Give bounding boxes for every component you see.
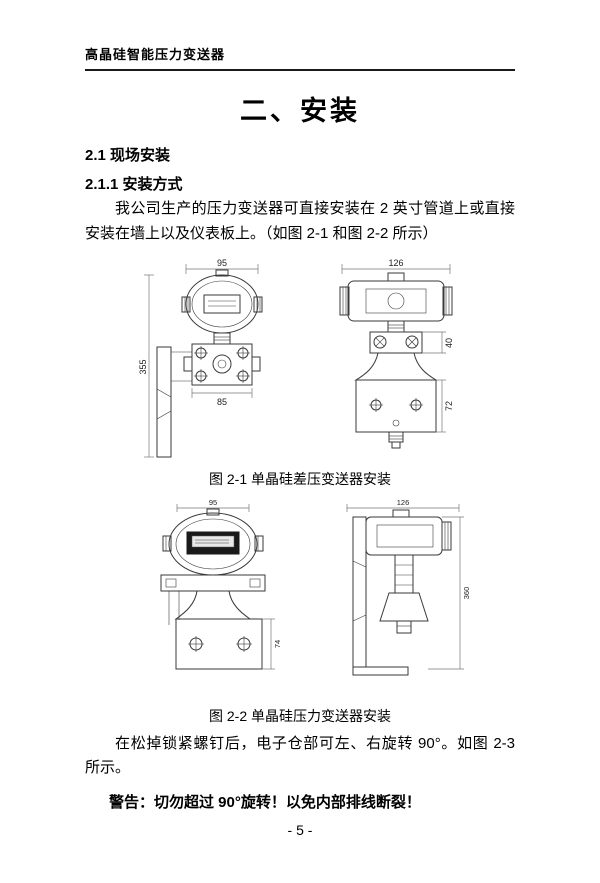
transmitter-head (181, 269, 263, 333)
svg-text:40: 40 (444, 337, 454, 347)
bracket-bell (354, 352, 438, 432)
housing-side (365, 509, 451, 555)
svg-text:85: 85 (217, 397, 227, 407)
chapter-title: 二、安装 (240, 96, 360, 126)
bracket-bell (173, 590, 262, 669)
dim-360: 360 (427, 516, 471, 669)
mounting-bracket (156, 346, 192, 457)
stem (394, 554, 413, 593)
svg-text:126: 126 (396, 499, 409, 507)
dim-72: 72 (436, 379, 454, 432)
neck-side (387, 320, 405, 332)
figure-2-2-caption: 图 2-2 单晶硅压力变送器安装 (208, 707, 391, 724)
product-title: 高晶硅智能压力变送器 (85, 47, 226, 62)
dim-height-355: 355 (138, 274, 154, 457)
bottom-bolt (388, 431, 404, 448)
page-header: 高晶硅智能压力变送器 (85, 44, 515, 71)
section-heading-2-1-1: 2.1.1 安装方式 (85, 176, 183, 193)
fig-2-1-right-drawing: 126 (339, 258, 454, 448)
figure-2-2: 95 (85, 499, 515, 704)
fig-2-1-left-drawing: 95 (138, 258, 263, 457)
svg-text:72: 72 (444, 400, 454, 410)
dim-flange-85: 85 (191, 387, 253, 407)
dim-width-95: 95 (185, 258, 259, 274)
neck (213, 332, 231, 344)
fig-2-2-right-drawing: 126 (346, 499, 471, 675)
header-rule (85, 69, 515, 71)
fig-2-2-left-drawing: 95 (160, 499, 282, 669)
warning-text: 警告：切勿超过 90°旋转！以免内部排线断裂！ (109, 794, 421, 811)
page-number: - 5 - (287, 822, 313, 838)
transmitter-head (162, 508, 263, 575)
flange-side (369, 331, 423, 353)
mounting-plate (160, 574, 265, 625)
dim-40: 40 (422, 331, 454, 353)
section-heading-2-1: 2.1 现场安装 (85, 147, 171, 164)
svg-text:126: 126 (388, 258, 403, 268)
dim-width-126: 126 (341, 258, 451, 274)
dim-width-95: 95 (176, 499, 249, 512)
dim-74: 74 (261, 618, 282, 669)
svg-text:95: 95 (208, 499, 216, 507)
figure-2-1-caption: 图 2-1 单晶硅差压变送器安装 (208, 470, 391, 487)
svg-text:355: 355 (138, 359, 148, 374)
coplanar-flange (183, 343, 261, 385)
housing-side (339, 272, 453, 321)
paragraph-rotation: 在松掉锁紧螺钉后，电子仓部可左、右旋转 90°。如图 2-3 所示。 (85, 734, 515, 777)
paragraph-installation: 我公司生产的压力变送器可直接安装在 2 英寸管道上或直接安装在墙上以及仪表板上。… (85, 200, 515, 242)
svg-text:95: 95 (217, 258, 227, 268)
svg-text:360: 360 (462, 586, 471, 599)
cone (378, 592, 429, 633)
figure-2-1: 95 (85, 257, 515, 467)
dim-width-126: 126 (346, 499, 459, 512)
svg-text:74: 74 (273, 639, 282, 647)
mounting-bracket (352, 516, 408, 675)
